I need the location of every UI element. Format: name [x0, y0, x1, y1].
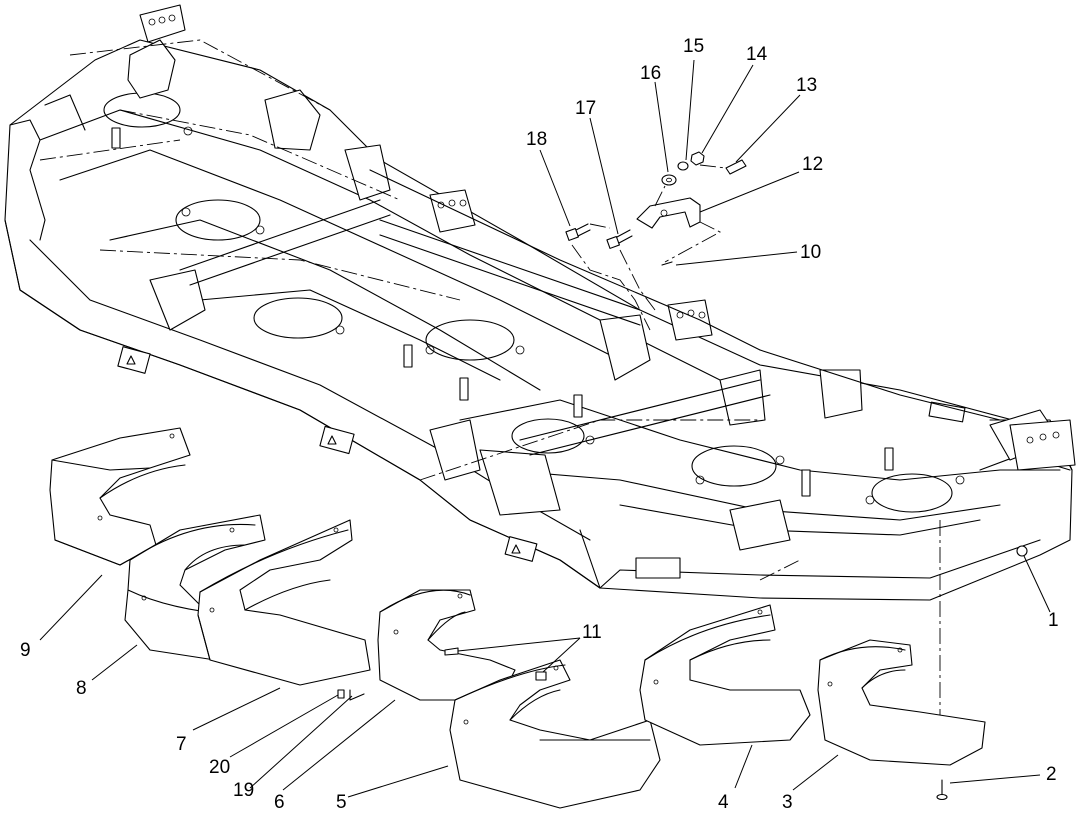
callout-labels: 1 2 3 4 5 6 7 8 9 10 11 12 13 14 15 16 1… — [20, 36, 1059, 813]
part-19-20-fastener — [337, 689, 365, 701]
callout-15: 15 — [683, 36, 704, 57]
leader-lines — [39, 59, 1051, 798]
callout-17: 17 — [575, 98, 596, 119]
callout-1: 1 — [1048, 610, 1059, 631]
callout-3: 3 — [782, 792, 793, 813]
callout-20: 20 — [209, 757, 230, 778]
callout-18: 18 — [526, 129, 547, 150]
baffle-4 — [639, 604, 811, 746]
callout-13: 13 — [796, 75, 817, 96]
callout-4: 4 — [718, 792, 729, 813]
baffle-3 — [817, 639, 986, 766]
callout-12: 12 — [802, 154, 823, 175]
baffle-6 — [377, 589, 516, 701]
part-16-washer — [661, 174, 677, 186]
mower-deck-housing — [4, 4, 1076, 720]
callout-6: 6 — [274, 792, 285, 813]
callout-2: 2 — [1046, 764, 1057, 785]
part-17-bolt — [606, 229, 633, 249]
part-11-screw — [444, 647, 547, 681]
part-15-washer — [677, 161, 689, 171]
callout-9: 9 — [20, 640, 31, 661]
part-12-link — [636, 197, 701, 229]
part-2-screw — [936, 779, 948, 801]
part-18-bolt — [565, 223, 591, 241]
part-13-pin — [725, 159, 747, 175]
baffle-9 — [49, 427, 191, 566]
baffle-5 — [449, 659, 661, 809]
callout-5: 5 — [336, 792, 347, 813]
part-1-nut — [1016, 545, 1028, 557]
callout-19: 19 — [233, 780, 254, 801]
baffle-7 — [197, 519, 371, 686]
callout-7: 7 — [176, 734, 187, 755]
callout-10: 10 — [800, 242, 821, 263]
callout-14: 14 — [746, 44, 768, 65]
callout-11: 11 — [582, 622, 602, 643]
callout-8: 8 — [76, 678, 87, 699]
part-10-cotter-pin — [661, 261, 673, 266]
hardware-parts — [565, 151, 747, 331]
callout-16: 16 — [640, 63, 661, 84]
part-14-nut — [690, 151, 705, 166]
